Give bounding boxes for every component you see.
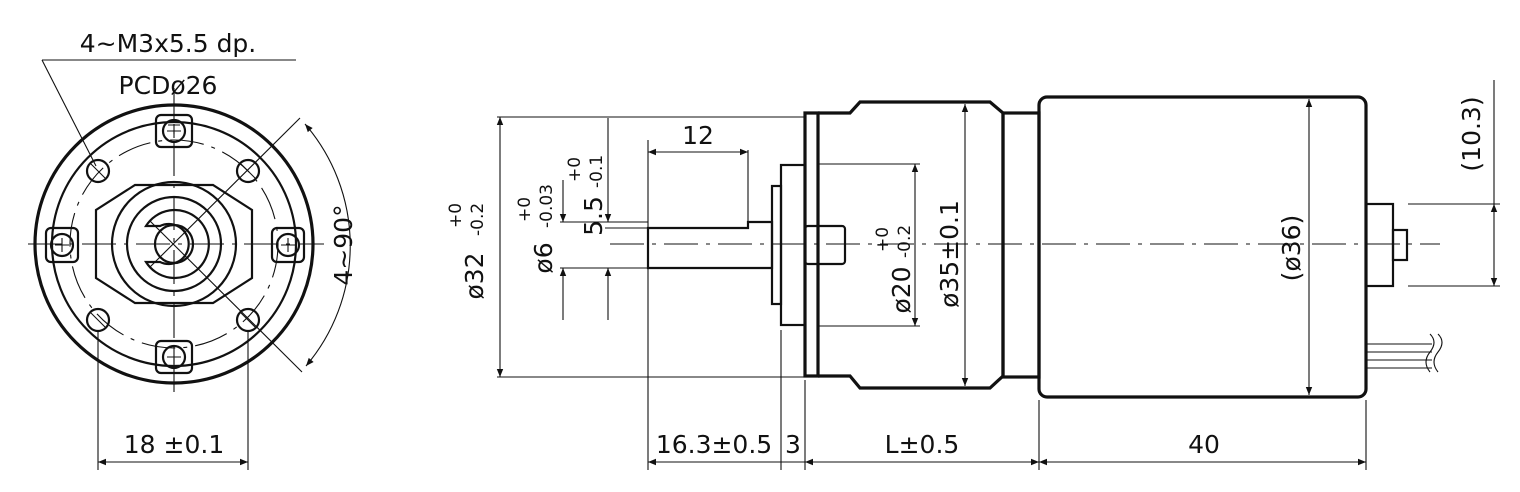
boss-octagon xyxy=(94,183,254,305)
len-16-3-label: 16.3±0.5 xyxy=(656,430,772,459)
callout-leader xyxy=(41,59,97,167)
len-40-label: 40 xyxy=(1188,430,1220,459)
svg-text:+0: +0 xyxy=(873,227,893,252)
wire-break-symbol xyxy=(1425,333,1443,373)
screw-bottom-icon xyxy=(154,339,194,375)
mount-hole-section xyxy=(803,224,847,266)
angle-ray-lower xyxy=(149,220,303,373)
len12-label: 12 xyxy=(682,121,714,150)
output-shaft xyxy=(646,220,774,270)
angle-dimension-arc xyxy=(304,123,351,367)
svg-text:+0: +0 xyxy=(515,197,535,222)
screw-right-icon xyxy=(270,226,306,264)
svg-text:+0: +0 xyxy=(446,203,466,228)
screw-left-icon xyxy=(44,226,80,264)
svg-text:-0.2: -0.2 xyxy=(895,225,915,258)
shaft-boss xyxy=(779,163,807,327)
dia20-label: ø20 +0 -0.2 xyxy=(873,225,916,314)
hole-callout-line2: PCDø26 xyxy=(119,71,218,100)
svg-text:-0.2: -0.2 xyxy=(468,203,488,236)
flat-label: 5.5 +0 -0.1 xyxy=(565,155,608,236)
gearbox-motor-neck xyxy=(1001,111,1041,379)
dia35-label: ø35±0.1 xyxy=(935,200,964,308)
offset-label: (10.3) xyxy=(1457,96,1486,171)
angle-dim-label: 4~90° xyxy=(329,204,358,285)
angle-ray-upper xyxy=(149,117,301,268)
shaft-end-circle xyxy=(153,223,195,265)
svg-text:ø6: ø6 xyxy=(529,242,558,273)
svg-text:+0: +0 xyxy=(565,157,585,182)
len-3-label: 3 xyxy=(785,430,801,459)
dia36-label: (ø36) xyxy=(1277,215,1306,282)
dia32-label: ø32 +0 -0.2 xyxy=(446,203,489,300)
svg-text:-0.1: -0.1 xyxy=(587,155,607,188)
shaft-collar xyxy=(770,184,783,306)
svg-text:5.5: 5.5 xyxy=(579,196,608,236)
svg-text:ø20: ø20 xyxy=(887,266,916,313)
width-dim-label: 18 ±0.1 xyxy=(124,430,224,459)
rear-bearing-boss xyxy=(1364,202,1395,288)
front-view: 4~90° 4~M3x5.5 dp. PCDø26 18 ±0.1 xyxy=(28,29,358,470)
len-L-label: L±0.5 xyxy=(885,430,960,459)
rear-shaft-stub xyxy=(1391,228,1409,262)
svg-text:-0.03: -0.03 xyxy=(537,184,557,228)
dia6-label: ø6 +0 -0.03 xyxy=(515,184,558,274)
boss-ring-outer xyxy=(110,180,238,308)
motor-can xyxy=(1037,95,1368,399)
lead-wires xyxy=(1366,343,1432,369)
hole-callout-line1: 4~M3x5.5 dp. xyxy=(80,29,257,58)
boss-ring-inner xyxy=(125,195,223,293)
svg-text:ø32: ø32 xyxy=(460,252,489,299)
side-view: ø32 +0 -0.2 ø6 +0 -0.03 5.5 +0 -0.1 12 xyxy=(446,80,1500,470)
tapped-hole-icon xyxy=(85,158,261,333)
retaining-clip xyxy=(144,208,210,280)
screw-top-icon xyxy=(154,113,194,149)
